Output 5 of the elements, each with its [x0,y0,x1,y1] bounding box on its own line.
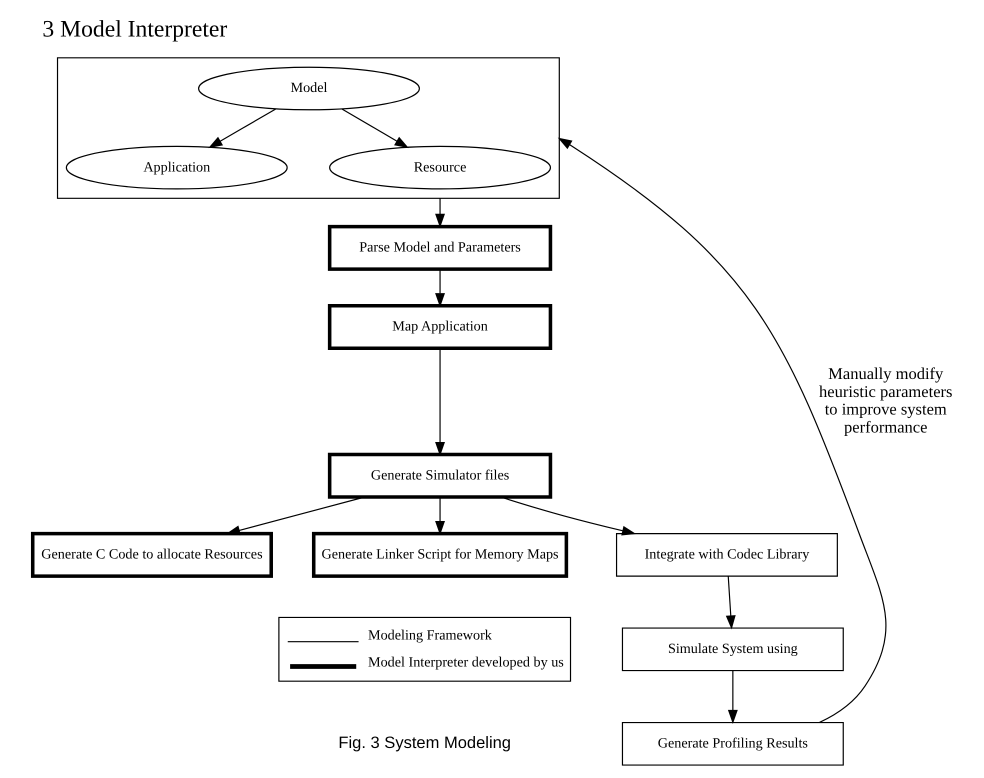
legend-label: Modeling Framework [368,627,492,644]
legend-label: Model Interpreter developed by us [368,654,564,671]
caption: Fig. 3 System Modeling [338,733,511,752]
diagram-title: 3 Model Interpreter [42,16,228,43]
edge-label: Manually modify heuristic parameters to improve system performance [819,364,952,436]
